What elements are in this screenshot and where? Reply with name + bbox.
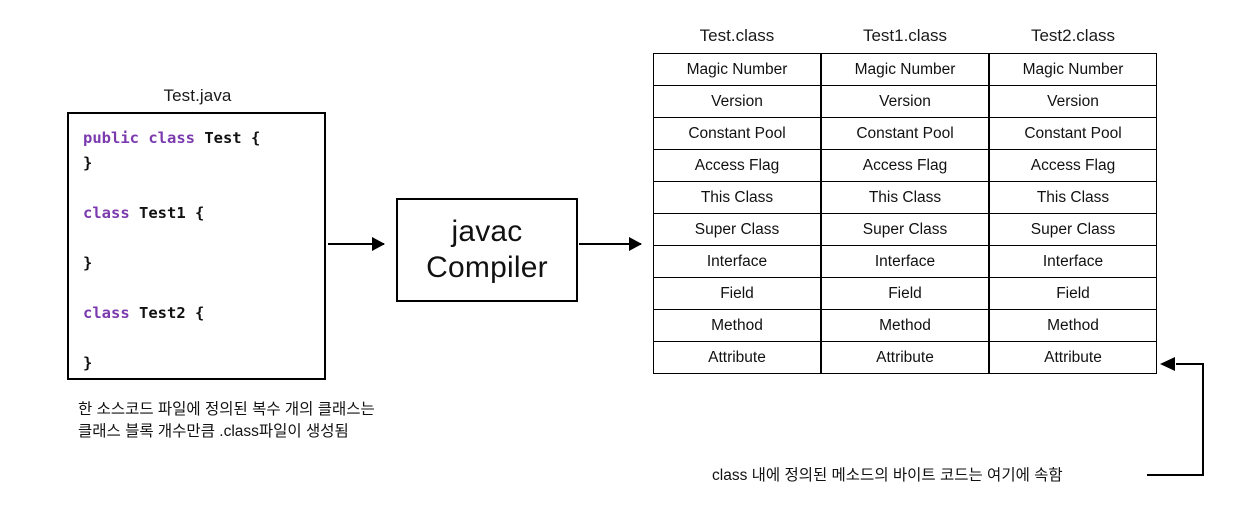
- table-row: Super Class: [821, 213, 989, 246]
- class-file-title-test2: Test2.class: [1030, 26, 1116, 45]
- table-row: Version: [821, 85, 989, 118]
- source-code-listing: public class Test { } class Test1 { } cl…: [83, 126, 260, 376]
- cell-super-class: Super Class: [821, 213, 989, 246]
- cell-version: Version: [653, 85, 821, 118]
- table-row: Method: [821, 309, 989, 342]
- table-row: Constant Pool: [653, 117, 821, 150]
- table-row: Interface: [653, 245, 821, 278]
- cell-method: Method: [989, 309, 1157, 342]
- compiler-label-line1: javac: [451, 215, 523, 248]
- table-row: Access Flag: [821, 149, 989, 182]
- cell-attribute: Attribute: [821, 341, 989, 374]
- javac-compiler-box: javac Compiler: [396, 198, 578, 302]
- cell-constant-pool: Constant Pool: [989, 117, 1157, 150]
- code-text-line-10: }: [83, 354, 93, 372]
- method-callout-connector-bottom: [1147, 474, 1204, 476]
- source-file-label: Test.java: [163, 86, 232, 105]
- table-row: Access Flag: [653, 149, 821, 182]
- table-row: Constant Pool: [821, 117, 989, 150]
- method-callout-arrowhead-icon: [1160, 357, 1175, 371]
- cell-this-class: This Class: [653, 181, 821, 214]
- cell-super-class: Super Class: [653, 213, 821, 246]
- class-structure-table-test1: Magic Number Version Constant Pool Acces…: [821, 53, 989, 374]
- table-row: Field: [989, 277, 1157, 310]
- cell-field: Field: [653, 277, 821, 310]
- cell-magic-number: Magic Number: [653, 53, 821, 86]
- table-row: Version: [989, 85, 1157, 118]
- cell-attribute: Attribute: [989, 341, 1157, 374]
- code-text-line-1: Test {: [194, 129, 261, 147]
- cell-this-class: This Class: [821, 181, 989, 214]
- table-row: Version: [653, 85, 821, 118]
- code-keyword-public-class: public class: [83, 129, 195, 147]
- class-file-column-test1: Test1.class Magic Number Version Constan…: [821, 25, 989, 374]
- code-keyword-class-test1: class: [83, 204, 130, 222]
- cell-interface: Interface: [821, 245, 989, 278]
- class-file-title-test: Test.class: [699, 26, 775, 45]
- table-row: Super Class: [989, 213, 1157, 246]
- cell-super-class: Super Class: [989, 213, 1157, 246]
- cell-magic-number: Magic Number: [821, 53, 989, 86]
- cell-constant-pool: Constant Pool: [821, 117, 989, 150]
- method-callout-connector-top: [1176, 363, 1204, 365]
- table-row: Attribute: [821, 341, 989, 374]
- table-row: This Class: [989, 181, 1157, 214]
- class-structure-table-test: Magic Number Version Constant Pool Acces…: [653, 53, 821, 374]
- table-row: Method: [653, 309, 821, 342]
- cell-field: Field: [821, 277, 989, 310]
- method-callout-connector-vertical: [1202, 363, 1204, 476]
- cell-magic-number: Magic Number: [989, 53, 1157, 86]
- cell-access-flag: Access Flag: [989, 149, 1157, 182]
- cell-interface: Interface: [989, 245, 1157, 278]
- code-text-line-4: Test1 {: [129, 204, 205, 222]
- code-text-line-8: Test2 {: [129, 304, 205, 322]
- source-caption: 한 소스코드 파일에 정의된 복수 개의 클래스는 클래스 블록 개수만큼 .c…: [78, 401, 375, 440]
- class-file-column-test2: Test2.class Magic Number Version Constan…: [989, 25, 1157, 374]
- table-row: Field: [653, 277, 821, 310]
- cell-access-flag: Access Flag: [821, 149, 989, 182]
- cell-this-class: This Class: [989, 181, 1157, 214]
- class-file-column-test: Test.class Magic Number Version Constant…: [653, 25, 821, 374]
- cell-interface: Interface: [653, 245, 821, 278]
- method-callout-caption: class 내에 정의된 메소드의 바이트 코드는 여기에 속함: [712, 467, 1063, 484]
- cell-constant-pool: Constant Pool: [653, 117, 821, 150]
- table-row: Attribute: [653, 341, 821, 374]
- table-row: Interface: [989, 245, 1157, 278]
- table-row: This Class: [653, 181, 821, 214]
- table-row: Attribute: [989, 341, 1157, 374]
- class-file-title-test1: Test1.class: [862, 26, 948, 45]
- arrow-source-to-compiler: [328, 237, 385, 251]
- table-row: Magic Number: [821, 53, 989, 86]
- cell-field: Field: [989, 277, 1157, 310]
- table-row: Access Flag: [989, 149, 1157, 182]
- table-row: Magic Number: [989, 53, 1157, 86]
- compiler-label-line2: Compiler: [426, 251, 548, 284]
- table-row: Magic Number: [653, 53, 821, 86]
- table-row: Interface: [821, 245, 989, 278]
- table-row: This Class: [821, 181, 989, 214]
- cell-method: Method: [821, 309, 989, 342]
- table-row: Super Class: [653, 213, 821, 246]
- table-row: Method: [989, 309, 1157, 342]
- table-row: Field: [821, 277, 989, 310]
- code-text-line-2: }: [83, 154, 93, 172]
- cell-version: Version: [989, 85, 1157, 118]
- cell-attribute: Attribute: [653, 341, 821, 374]
- source-code-box: public class Test { } class Test1 { } cl…: [67, 112, 326, 380]
- cell-method: Method: [653, 309, 821, 342]
- class-structure-table-test2: Magic Number Version Constant Pool Acces…: [989, 53, 1157, 374]
- cell-access-flag: Access Flag: [653, 149, 821, 182]
- table-row: Constant Pool: [989, 117, 1157, 150]
- cell-version: Version: [821, 85, 989, 118]
- code-keyword-class-test2: class: [83, 304, 130, 322]
- arrow-compiler-to-class-files: [579, 237, 642, 251]
- code-text-line-6: }: [83, 254, 93, 272]
